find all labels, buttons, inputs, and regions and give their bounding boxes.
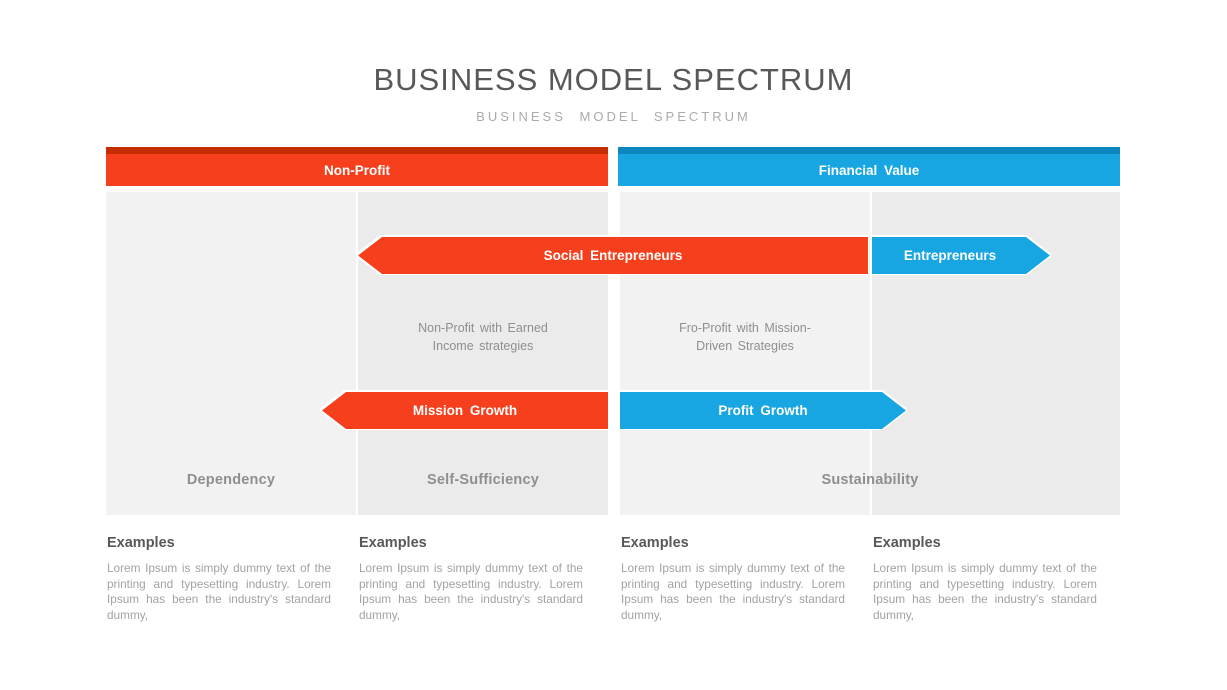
description-nonprofit-earned-line2: Income strategies <box>432 339 534 353</box>
description-forprofit-mission-line2: Driven Strategies <box>696 339 794 353</box>
examples-body: Lorem Ipsum is simply dummy text of the … <box>107 561 331 622</box>
examples-block-4: Examples Lorem Ipsum is simply dummy tex… <box>873 535 1097 623</box>
examples-heading: Examples <box>873 535 941 551</box>
arrow-mission-growth: Mission Growth <box>322 392 608 429</box>
header-label-nonprofit: Non-Profit <box>324 162 390 178</box>
examples-block-3: Examples Lorem Ipsum is simply dummy tex… <box>621 535 845 623</box>
header-label-financial-value: Financial Value <box>818 162 920 178</box>
arrow-entrepreneurs-label: Entrepreneurs <box>872 237 1050 274</box>
examples-heading: Examples <box>621 535 689 551</box>
slide-subtitle: BUSINESS MODEL SPECTRUM <box>476 109 751 124</box>
examples-heading: Examples <box>359 535 427 551</box>
description-forprofit-mission-line1: Fro-Profit with Mission- <box>679 321 811 335</box>
label-sustainability: Sustainability <box>821 472 919 488</box>
label-self-sufficiency: Self-Sufficiency <box>427 472 539 488</box>
description-nonprofit-earned-line1: Non-Profit with Earned <box>418 321 548 335</box>
arrow-entrepreneurs: Entrepreneurs <box>872 237 1050 274</box>
header-bar-financial-value: Financial Value <box>618 147 1120 186</box>
arrow-social-entrepreneurs-label: Social Entrepreneurs <box>358 237 868 274</box>
slide-title: BUSINESS MODEL SPECTRUM <box>373 62 854 97</box>
arrow-profit-growth: Profit Growth <box>620 392 906 429</box>
header-bar-nonprofit: Non-Profit <box>106 147 608 186</box>
arrow-mission-growth-label: Mission Growth <box>322 392 608 429</box>
examples-body: Lorem Ipsum is simply dummy text of the … <box>359 561 583 622</box>
examples-heading: Examples <box>107 535 175 551</box>
examples-block-1: Examples Lorem Ipsum is simply dummy tex… <box>107 535 331 623</box>
examples-body: Lorem Ipsum is simply dummy text of the … <box>873 561 1097 622</box>
description-forprofit-mission: Fro-Profit with Mission- Driven Strategi… <box>620 319 870 355</box>
label-dependency: Dependency <box>186 472 276 488</box>
description-nonprofit-earned: Non-Profit with Earned Income strategies <box>358 319 608 355</box>
examples-block-2: Examples Lorem Ipsum is simply dummy tex… <box>359 535 583 623</box>
arrow-profit-growth-label: Profit Growth <box>620 392 906 429</box>
arrow-social-entrepreneurs: Social Entrepreneurs <box>358 237 868 274</box>
examples-body: Lorem Ipsum is simply dummy text of the … <box>621 561 845 622</box>
column-dependency <box>106 192 356 515</box>
